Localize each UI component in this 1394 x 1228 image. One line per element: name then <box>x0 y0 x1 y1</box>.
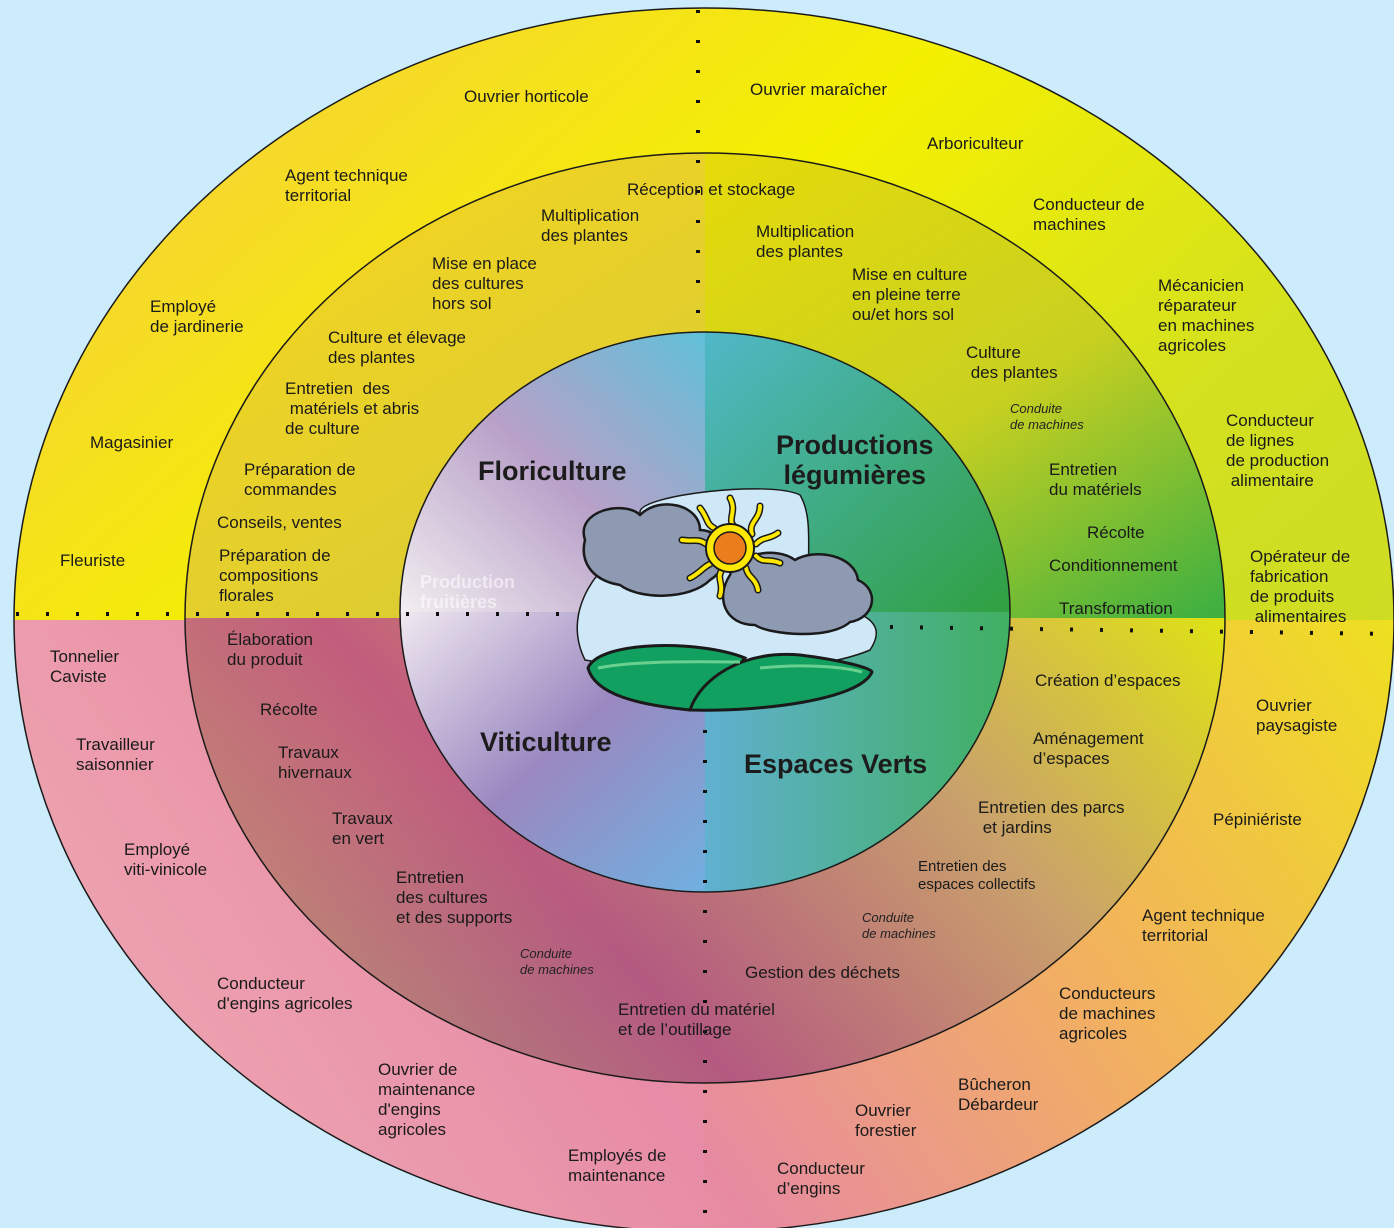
middle-label: Entretien des parcs et jardins <box>978 798 1125 837</box>
outer-label: Conducteur d'engins agricoles <box>217 974 353 1013</box>
sector-ghost-label: Production fruitières <box>420 572 515 612</box>
outer-label: Conducteurs de machines agricoles <box>1059 984 1156 1043</box>
middle-label: Réception et stockage <box>627 180 796 199</box>
outer-label: Mécanicien réparateur en machines agrico… <box>1158 276 1255 355</box>
middle-label: Élaboration du produit <box>227 630 314 669</box>
outer-label: Conducteur d’engins <box>777 1159 865 1198</box>
middle-label: Préparation de commandes <box>244 460 356 499</box>
middle-label: Aménagement d’espaces <box>1033 729 1144 768</box>
outer-label: Magasinier <box>90 433 174 452</box>
middle-label: Travaux en vert <box>332 809 393 848</box>
outer-label: Ouvrier paysagiste <box>1256 696 1338 735</box>
outer-label: Ouvrier horticole <box>464 87 589 106</box>
middle-label: Récolte <box>1087 523 1145 542</box>
outer-label: Ouvrier maraîcher <box>750 80 887 99</box>
outer-label: Bûcheron Débardeur <box>958 1075 1039 1114</box>
middle-label: Récolte <box>260 700 318 719</box>
outer-label: Employés de maintenance <box>568 1146 667 1185</box>
outer-label: Ouvrier forestier <box>855 1101 917 1140</box>
outer-label: Tonnelier Caviste <box>50 647 119 686</box>
outer-label: Arboriculteur <box>927 134 1024 153</box>
sector-espaces-verts: Espaces Verts <box>744 749 928 779</box>
outer-label: Travailleur saisonnier <box>76 735 155 774</box>
middle-small-label: Conduite de machines <box>1010 401 1084 432</box>
middle-label: Création d’espaces <box>1035 671 1181 690</box>
outer-label: Agent technique territorial <box>285 166 408 205</box>
leaf-right <box>687 652 874 712</box>
middle-label: Entretien du matériel et de l’outillage <box>618 1000 775 1039</box>
middle-label: Entretien des espaces collectifs <box>918 858 1036 893</box>
cloud-right <box>721 551 874 636</box>
middle-label: Transformation <box>1059 599 1173 618</box>
sun-icon <box>678 494 784 600</box>
outer-label: Pépiniériste <box>1213 810 1302 829</box>
middle-label: Culture des plantes <box>966 343 1058 382</box>
outer-label: Ouvrier de maintenance d'engins agricole… <box>378 1060 476 1139</box>
outer-label: Conducteur de machines <box>1033 195 1145 234</box>
middle-label: Multiplication des plantes <box>541 206 640 245</box>
outer-label: Employé viti-vinicole <box>124 840 208 879</box>
middle-label: Entretien des cultures et des supports <box>396 868 513 927</box>
middle-label: Entretien du matériels <box>1049 460 1142 499</box>
divider-right <box>889 625 1394 636</box>
middle-label: Mise en place des cultures hors sol <box>432 254 537 313</box>
outer-label: Employé de jardinerie <box>150 297 244 336</box>
middle-small-label: Conduite de machines <box>862 910 936 941</box>
middle-label: Multiplication des plantes <box>756 222 855 261</box>
landscape-icon <box>576 488 877 712</box>
outer-label: Opérateur de fabrication de produits ali… <box>1250 547 1351 626</box>
outer-label: Fleuriste <box>60 551 126 570</box>
sector-floriculture: Floriculture <box>478 456 627 486</box>
middle-label: Gestion des déchets <box>745 963 900 982</box>
sector-legumieres: Productions légumières <box>776 430 934 490</box>
sector-viticulture: Viticulture <box>480 727 612 757</box>
outer-label: Conducteur de lignes de production alime… <box>1226 411 1330 490</box>
middle-label: Entretien des matériels et abris de cult… <box>285 379 420 438</box>
outer-label: Agent technique territorial <box>1142 906 1265 945</box>
middle-label: Travaux hivernaux <box>278 743 352 782</box>
middle-label: Mise en culture en pleine terre ou/et ho… <box>852 265 968 324</box>
middle-label: Conditionnement <box>1049 556 1178 575</box>
middle-small-label: Conduite de machines <box>520 946 594 977</box>
middle-label: Culture et élevage des plantes <box>328 328 466 367</box>
middle-label: Préparation de compositions florales <box>219 546 331 605</box>
middle-label: Conseils, ventes <box>217 513 342 532</box>
